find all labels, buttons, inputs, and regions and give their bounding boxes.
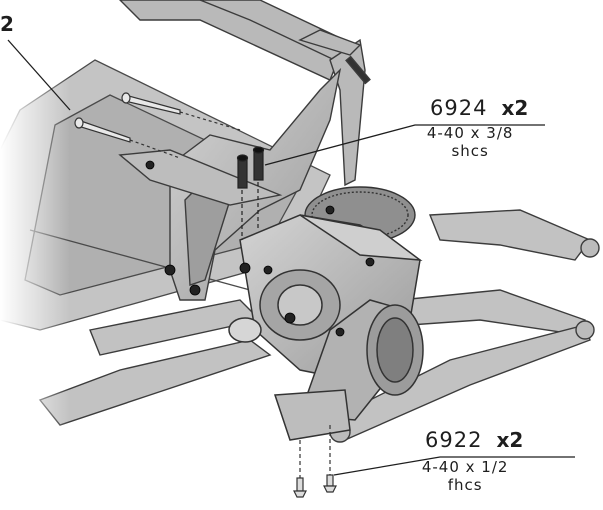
quantity: x2	[501, 96, 529, 120]
edge-fade	[0, 0, 70, 510]
callout-6922: 6922 x2 4-40 x 1/2 fhcs	[422, 428, 524, 494]
suspension-arms	[38, 209, 600, 443]
shock-tower	[118, 67, 342, 301]
assembly-screws	[145, 160, 375, 337]
screw-size: 4-40 x 1/2	[421, 458, 509, 476]
screw-type: fhcs	[447, 476, 483, 494]
fhcs-screws	[293, 425, 337, 498]
screw-type: shcs	[451, 142, 489, 160]
gearbox	[228, 214, 424, 441]
shcs-screws	[236, 146, 265, 240]
leader-lines	[7, 39, 575, 476]
part-number: 6922	[425, 428, 483, 452]
long-screws	[74, 92, 241, 159]
part-number: 6924	[430, 96, 488, 120]
screw-size: 4-40 x 3/8	[426, 124, 514, 142]
edge-callout-fragment: 2	[0, 12, 14, 36]
quantity: x2	[496, 428, 524, 452]
callout-6924: 6924 x2 4-40 x 3/8 shcs	[427, 96, 529, 160]
